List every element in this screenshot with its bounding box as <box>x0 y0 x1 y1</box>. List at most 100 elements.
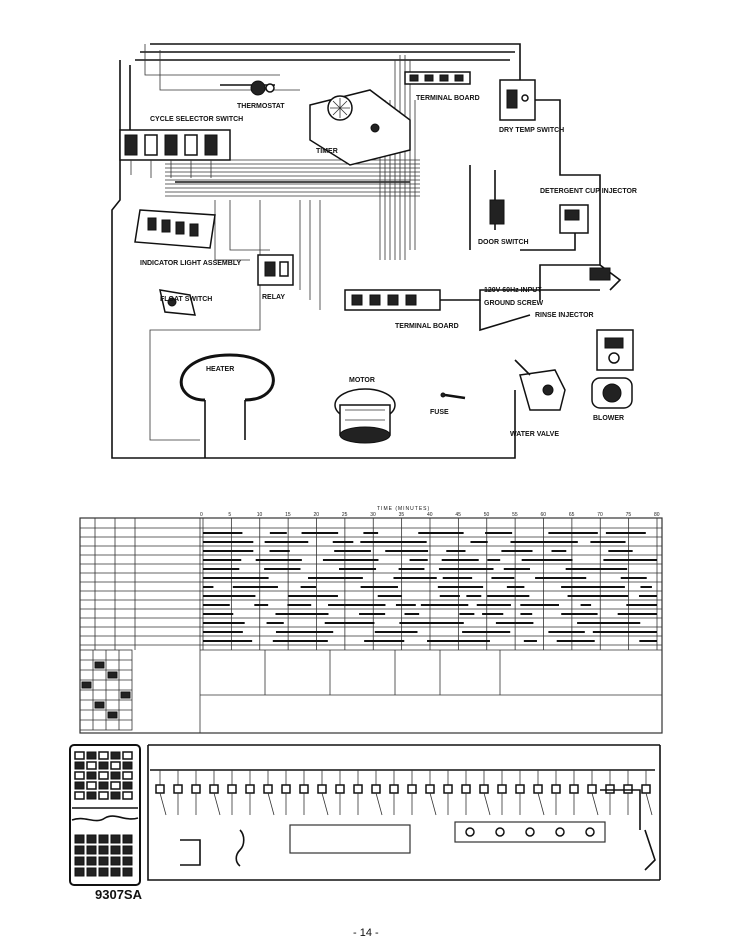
cam-cell <box>86 791 97 800</box>
terminal-board-top-label: TERMINAL BOARD <box>416 95 480 102</box>
cam-cell <box>122 791 133 800</box>
chart-rows <box>80 527 662 646</box>
detergent-cup-injector <box>520 204 589 251</box>
blower-label: BLOWER <box>593 415 624 422</box>
door-switch <box>469 165 505 250</box>
cam-cell <box>98 781 109 790</box>
heater-label: HEATER <box>206 366 234 373</box>
switch-lead <box>267 792 275 816</box>
cam-cell <box>86 781 97 790</box>
cam-cell <box>98 856 109 866</box>
cam-cell <box>98 867 109 877</box>
model-number: 9307SA <box>95 887 142 902</box>
time-tick-label: 60 <box>541 512 547 518</box>
cam-cell <box>86 856 97 866</box>
switch-lead <box>591 792 599 816</box>
switch-contact <box>569 784 579 794</box>
cam-cell <box>110 751 121 760</box>
cam-cell <box>98 834 109 844</box>
time-tick-label: 5 <box>228 512 231 518</box>
switch-lead <box>645 792 653 816</box>
time-tick-label: 0 <box>200 512 203 518</box>
switch-contact <box>533 784 543 794</box>
time-tick-label: 10 <box>257 512 263 518</box>
cam-cell <box>110 845 121 855</box>
cam-cell <box>110 791 121 800</box>
time-axis-title: TIME (MINUTES) <box>377 506 431 512</box>
time-tick-label: 30 <box>370 512 376 518</box>
cam-cell <box>74 834 85 844</box>
terminal-board-mid-label: TERMINAL BOARD <box>395 323 459 330</box>
switch-contact <box>335 784 345 794</box>
switch-contact <box>497 784 507 794</box>
switch-contact <box>299 784 309 794</box>
switch-contact <box>353 784 363 794</box>
dry-temp-switch-label: DRY TEMP SWITCH <box>499 127 564 134</box>
switch-lead <box>213 792 221 816</box>
cam-cell <box>110 867 121 877</box>
switch-lead <box>321 792 329 816</box>
cam-cell <box>122 867 133 877</box>
switch-lead <box>429 792 437 816</box>
cycle-selection-grid <box>79 649 133 731</box>
fuse-label: FUSE <box>430 409 449 416</box>
cam-cell <box>86 834 97 844</box>
switch-contact <box>479 784 489 794</box>
cam-cell <box>74 751 85 760</box>
cam-cell <box>98 761 109 770</box>
switch-contact <box>263 784 273 794</box>
switch-contact <box>551 784 561 794</box>
switch-contact <box>191 784 201 794</box>
cam-cell <box>74 781 85 790</box>
float-switch-label: FLOAT SWITCH <box>160 296 212 303</box>
switch-lead <box>375 792 383 816</box>
timer-label: TIMER <box>316 148 338 155</box>
fuse <box>440 392 466 400</box>
switch-contact <box>425 784 435 794</box>
cam-cell <box>74 845 85 855</box>
switch-contact <box>317 784 327 794</box>
cam-cell <box>74 856 85 866</box>
cycle-selector-switch <box>119 129 231 178</box>
cam-chart-panel <box>69 744 141 886</box>
switch-contact <box>281 784 291 794</box>
heater <box>179 353 275 458</box>
relay-label: RELAY <box>262 294 285 301</box>
cam-cell <box>110 771 121 780</box>
thermostat <box>220 80 275 96</box>
switch-contact <box>227 784 237 794</box>
time-tick-label: 75 <box>626 512 632 518</box>
ground-screw-label: GROUND SCREW <box>484 300 544 307</box>
cam-cell <box>74 791 85 800</box>
cam-cell <box>122 781 133 790</box>
cam-cell <box>74 771 85 780</box>
switch-contact <box>641 784 651 794</box>
power-input <box>479 264 622 332</box>
timing-bars <box>203 532 657 642</box>
input-label: 120V 60Hz INPUT <box>484 287 542 294</box>
time-tick-label: 70 <box>597 512 603 518</box>
cam-cell <box>122 856 133 866</box>
cam-cell <box>98 791 109 800</box>
cam-cell <box>86 771 97 780</box>
switch-contact <box>587 784 597 794</box>
terminal-board-top <box>404 71 471 85</box>
blower <box>591 377 633 409</box>
rinse-injector <box>596 329 634 371</box>
switch-contact <box>245 784 255 794</box>
schematic-switches <box>155 770 653 816</box>
time-tick-label: 35 <box>399 512 405 518</box>
switch-contact <box>209 784 219 794</box>
cam-cell <box>110 856 121 866</box>
thermostat-label: THERMOSTAT <box>237 103 285 110</box>
pictorial-diagram: THERMOSTAT CYCLE SELECTOR SWITCH TIMER T… <box>111 43 637 459</box>
terminal-board-mid <box>344 289 600 311</box>
cam-cell <box>122 771 133 780</box>
schematic <box>69 744 661 886</box>
time-tick-label: 50 <box>484 512 490 518</box>
cam-cell <box>110 761 121 770</box>
time-tick-label: 65 <box>569 512 575 518</box>
cam-cell <box>74 761 85 770</box>
cam-cell <box>86 761 97 770</box>
